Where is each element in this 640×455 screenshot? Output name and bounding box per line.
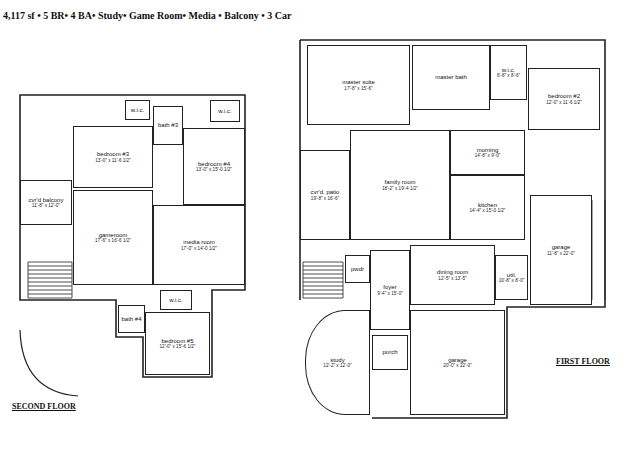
room-name: pwdr <box>351 266 364 273</box>
plan-title: 4,117 sf • 5 BR• 4 BA• Study• Game Room•… <box>3 10 291 21</box>
room-box: study12'-2" x 12'-0" <box>305 310 370 415</box>
room-name: w.i.c. <box>169 297 182 304</box>
room-name: kitchen <box>478 202 497 209</box>
room-name: w.i.c. <box>131 107 144 114</box>
wall-lines <box>20 40 605 418</box>
room-name: porch <box>382 349 397 356</box>
room-name: study <box>330 357 344 364</box>
room-name: cvr'd. patio <box>311 189 340 196</box>
balcony-curve <box>20 330 78 396</box>
room-box: w.i.c. <box>125 100 150 120</box>
room-name: bath #4 <box>121 316 141 323</box>
room-name: foyer <box>383 284 396 291</box>
room-dimensions: 17'-6" x 16'-6 1/2" <box>95 238 131 243</box>
room-box: bedroom #313'-0" x 11'-6 1/2" <box>73 126 153 188</box>
floor-label: FIRST FLOOR <box>556 357 610 366</box>
room-box: util.10'-8" x 8'-0" <box>495 255 528 300</box>
room-box: pwdr <box>345 255 370 283</box>
room-box: foyer9'-4" x 15'-0" <box>370 250 410 330</box>
room-dimensions: 12'-2" x 12'-0" <box>323 363 351 368</box>
room-box: kitchen14'-4" x 15'-0 1/2" <box>450 175 525 240</box>
room-box: bath #4 <box>118 305 145 333</box>
room-dimensions: 17'-8" x 15'-6" <box>344 86 372 91</box>
room-name: master suite <box>342 79 375 86</box>
room-box: garage20'-0" x 22'-0" <box>410 310 505 415</box>
room-name: bedroom #2 <box>548 93 580 100</box>
floor-label: SECOND FLOOR <box>12 402 76 411</box>
room-box: bath #3 <box>153 106 183 145</box>
room-box: media room17'-0" x 14'-0 1/2" <box>153 205 245 285</box>
room-box: w.i.c. <box>210 100 240 122</box>
room-dimensions: 18'-2" x 19'-4 1/2" <box>382 186 418 191</box>
room-box: family room18'-2" x 19'-4 1/2" <box>350 130 450 240</box>
room-dimensions: 10'-8" x 8'-0" <box>499 278 525 283</box>
room-box: master bath <box>412 45 490 110</box>
room-name: bedroom #3 <box>97 151 129 158</box>
room-dimensions: 14'-4" x 15'-0 1/2" <box>470 208 506 213</box>
room-name: bedroom #4 <box>198 161 230 168</box>
room-name: gameroom <box>99 232 128 239</box>
room-dimensions: 20'-0" x 22'-0" <box>443 363 471 368</box>
room-box: gameroom17'-6" x 16'-6 1/2" <box>73 190 153 285</box>
room-box: cvr'd balcony11'-8" x 12'-0" <box>20 180 72 225</box>
second-floor-outline <box>20 95 245 377</box>
room-box: w.i.c.6'-8" x 8'-6" <box>490 45 527 100</box>
room-name: w.i.c. <box>218 108 231 115</box>
room-name: util. <box>507 272 516 279</box>
room-box: bedroom #413'-0" x 15'-0 1/2" <box>183 128 245 205</box>
room-name: morning <box>477 147 499 154</box>
garage-door-wall <box>592 200 605 300</box>
room-name: w.i.c. <box>502 67 515 74</box>
room-name: media room <box>183 239 215 246</box>
room-name: family room <box>384 179 415 186</box>
room-box: bedroom #212'-0" x 11'-6 1/2" <box>528 68 600 130</box>
room-dimensions: 17'-0" x 14'-0 1/2" <box>181 246 217 251</box>
room-box: morning14'-8" x 9'-0" <box>450 130 525 175</box>
room-box: bedroom #512'-0" x 15'-6 1/2" <box>145 312 210 375</box>
room-box: cvr'd. patio19'-8" x 16'-6" <box>300 150 350 240</box>
room-dimensions: 13'-0" x 11'-6 1/2" <box>95 158 131 163</box>
room-dimensions: 12'-0" x 15'-6 1/2" <box>160 344 196 349</box>
room-dimensions: 11'-8" x 22'-0" <box>547 251 575 256</box>
room-name: master bath <box>435 74 467 81</box>
room-dimensions: 13'-0" x 15'-0 1/2" <box>196 167 232 172</box>
room-box: porch <box>372 335 408 370</box>
room-name: dining room <box>437 269 468 276</box>
room-dimensions: 9'-4" x 15'-0" <box>377 291 403 296</box>
room-box: dining room12'-5" x 13'-5" <box>410 245 495 305</box>
room-dimensions: 12'-0" x 11'-6 1/2" <box>546 100 582 105</box>
room-box: w.i.c. <box>160 290 192 310</box>
stair-treads <box>28 262 72 298</box>
room-dimensions: 12'-5" x 13'-5" <box>438 276 466 281</box>
room-dimensions: 6'-8" x 8'-6" <box>497 73 520 78</box>
stair-treads <box>303 262 343 298</box>
room-dimensions: 11'-8" x 12'-0" <box>32 203 60 208</box>
room-name: bedroom #5 <box>161 338 193 345</box>
room-dimensions: 19'-8" x 16'-6" <box>311 196 339 201</box>
room-name: bath #3 <box>158 122 178 129</box>
room-box: garage11'-8" x 22'-0" <box>530 195 592 305</box>
room-name: garage <box>552 244 571 251</box>
room-name: cvr'd balcony <box>29 197 64 204</box>
room-name: garage <box>448 357 467 364</box>
room-dimensions: 14'-8" x 9'-0" <box>475 153 501 158</box>
room-box: master suite17'-8" x 15'-6" <box>307 45 410 125</box>
